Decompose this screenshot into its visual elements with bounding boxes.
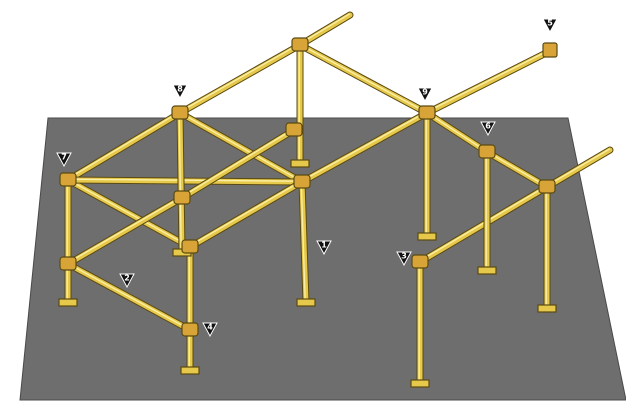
pipe-fitting	[538, 179, 556, 194]
label-number: 7	[61, 153, 67, 162]
floor-plate	[19, 117, 626, 401]
label-number: 8	[177, 85, 183, 94]
pipe-segment	[178, 111, 182, 252]
pipe-segment	[66, 111, 180, 180]
pipe-segment	[425, 48, 552, 113]
label-marker-2: 2	[119, 273, 135, 289]
label-number: 4	[207, 323, 213, 332]
pipe-segment	[299, 110, 430, 185]
pipe-fitting	[418, 105, 436, 120]
pipe-structure	[58, 11, 614, 388]
label-marker-6: 6	[480, 121, 496, 137]
pipe-segment	[177, 42, 303, 116]
label-number: 6	[485, 122, 491, 131]
pipe-segment	[66, 262, 190, 330]
pipe-segment	[545, 148, 610, 187]
label-number: 1	[321, 241, 327, 250]
pipe-fitting	[181, 322, 199, 337]
pipe-segment	[177, 110, 185, 255]
pipe-segment	[298, 43, 427, 113]
label-marker-3: 3	[396, 251, 412, 267]
base-plate	[477, 266, 497, 275]
pipe-segment	[424, 47, 555, 116]
pipe-segment	[65, 177, 305, 185]
pipe-fitting	[291, 37, 309, 52]
pipe-segment	[418, 185, 547, 262]
label-marker-1: 1	[316, 240, 332, 256]
pipe-segment	[178, 43, 300, 113]
pipe-segment	[544, 147, 613, 190]
label-marker-5: 5	[542, 18, 558, 34]
base-plate	[290, 159, 310, 168]
label-number: 9	[422, 88, 428, 97]
label-marker-7: 7	[56, 152, 72, 168]
base-plate	[410, 379, 430, 388]
base-plate	[417, 232, 437, 241]
pipe-segment	[425, 111, 487, 152]
pipe-segment	[188, 180, 302, 247]
pipe-segment	[66, 196, 182, 264]
pipe-segment	[300, 111, 427, 182]
pipe-segment	[299, 179, 309, 305]
label-marker-4: 4	[202, 322, 218, 338]
fittings	[59, 37, 558, 337]
pipe-segment	[65, 195, 185, 267]
pipe-fitting	[285, 122, 303, 137]
pipe-segment	[187, 179, 305, 250]
pipe-fitting	[59, 172, 77, 187]
pipe-fitting	[478, 144, 496, 159]
label-marker-9: 9	[417, 87, 433, 103]
pipe-segment	[178, 111, 302, 182]
pipe-segment	[180, 128, 294, 198]
pipe-segment	[179, 127, 297, 201]
pipe-segment	[485, 150, 547, 187]
pipe-fitting	[59, 256, 77, 271]
label-number: 5	[547, 19, 553, 28]
pipe-segment	[66, 178, 190, 247]
pipe-segment	[300, 180, 306, 302]
base-plate	[537, 304, 557, 313]
pipe-fitting	[171, 105, 189, 120]
pipe-fitting	[181, 239, 199, 254]
base-plate	[180, 366, 200, 375]
pipe-fitting	[411, 254, 429, 269]
pipe-segment	[65, 110, 183, 183]
pipe-fitting	[173, 190, 191, 205]
end-cap-fitting	[542, 42, 558, 58]
base-plate	[58, 298, 78, 307]
label-marker-8: 8	[172, 84, 188, 100]
part-labels: 1 2 3 4 5 6 7 8 9	[56, 18, 558, 338]
pipe-fitting	[293, 174, 311, 189]
label-number: 3	[401, 252, 407, 261]
base-plate	[296, 298, 316, 307]
label-number: 2	[124, 274, 130, 283]
